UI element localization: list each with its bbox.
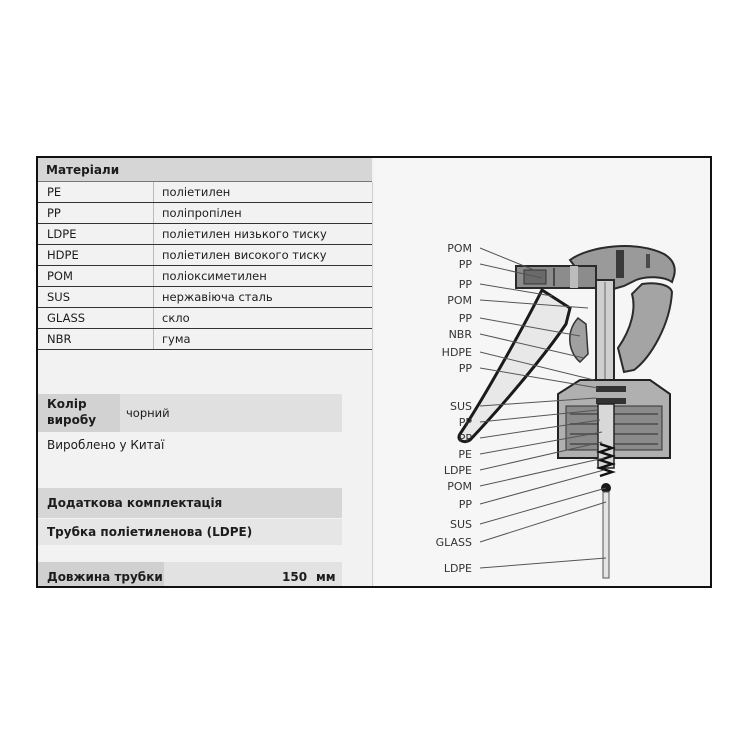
material-name: поліетилен високого тиску: [162, 248, 327, 262]
leader-line: [479, 397, 597, 407]
part-label: PE: [458, 448, 472, 461]
material-name: скло: [162, 311, 190, 325]
material-row: POM поліоксиметилен: [38, 266, 372, 287]
row-separator: [153, 245, 154, 265]
color-label-line1: Колір: [47, 397, 87, 411]
tube-length-unit: мм: [316, 570, 336, 584]
part-label: LDPE: [444, 464, 472, 477]
row-separator: [153, 224, 154, 244]
material-name: нержавіюча сталь: [162, 290, 273, 304]
part-label: PP: [459, 278, 473, 291]
material-code: GLASS: [47, 311, 86, 325]
tube-item: Трубка поліетиленова (LDPE): [38, 519, 342, 545]
material-row: PP поліпропілен: [38, 203, 372, 224]
leader-line: [479, 487, 607, 525]
leader-line: [479, 557, 607, 569]
row-separator: [153, 266, 154, 286]
leader-line: [479, 501, 607, 543]
leader-line: [479, 441, 603, 471]
specs-panel: Матеріали PE поліетилен PP поліпропілен …: [38, 158, 372, 586]
material-name: поліетилен: [162, 185, 231, 199]
part-label: PP: [459, 432, 473, 445]
part-label: NBR: [449, 328, 473, 341]
color-section: Колір виробу чорний: [38, 394, 342, 432]
leader-line: [479, 299, 589, 309]
row-separator: [153, 203, 154, 223]
leader-line: [479, 317, 581, 337]
made-in-text: Вироблено у Китаї: [47, 438, 165, 452]
materials-header: Матеріали: [38, 158, 372, 182]
material-code: POM: [47, 269, 73, 283]
leader-line: [479, 283, 553, 297]
part-label: POM: [447, 294, 472, 307]
part-label: GLASS: [436, 536, 472, 549]
part-label: PP: [459, 416, 473, 429]
trigger-sprayer-diagram: POM PP PP POM PP NBR HDPE PP SUS PP PP P…: [436, 242, 676, 579]
tube-length-row: Довжина трубки 150 мм: [38, 562, 342, 586]
color-value: чорний: [120, 394, 342, 432]
material-code: NBR: [47, 332, 72, 346]
material-code: SUS: [47, 290, 71, 304]
material-name: поліетилен низького тиску: [162, 227, 327, 241]
diagram-panel: POM PP PP POM PP NBR HDPE PP SUS PP PP P…: [374, 158, 710, 586]
part-label: POM: [447, 242, 472, 255]
column-divider: [372, 182, 373, 586]
material-row: SUS нержавіюча сталь: [38, 287, 372, 308]
leader-line: [479, 469, 605, 505]
material-row: PE поліетилен: [38, 182, 372, 203]
material-code: HDPE: [47, 248, 79, 262]
row-separator: [153, 308, 154, 328]
leader-line: [479, 333, 585, 359]
leader-line: [479, 419, 601, 439]
leader-line: [479, 367, 599, 389]
part-label: HDPE: [442, 346, 472, 359]
part-label: PP: [459, 498, 473, 511]
leader-line: [479, 247, 535, 271]
material-row: HDPE поліетилен високого тиску: [38, 245, 372, 266]
leader-line: [479, 409, 599, 423]
tube-length-value: 150: [282, 570, 308, 584]
part-label: LDPE: [444, 562, 472, 575]
row-separator: [153, 329, 154, 349]
part-label: SUS: [450, 518, 472, 531]
part-label: SUS: [450, 400, 472, 413]
leader-line: [479, 431, 603, 455]
part-label: PP: [459, 312, 473, 325]
material-row: GLASS скло: [38, 308, 372, 329]
sprayer-illustration: [457, 245, 676, 579]
material-name: поліпропілен: [162, 206, 242, 220]
color-label: Колір виробу: [47, 396, 117, 428]
part-label: POM: [447, 480, 472, 493]
material-row: LDPE поліетилен низького тиску: [38, 224, 372, 245]
part-label: PP: [459, 258, 473, 271]
leader-line: [479, 457, 605, 487]
leader-line: [479, 351, 595, 381]
leader-line: [479, 263, 543, 279]
color-label-line2: виробу: [47, 413, 97, 427]
material-row: NBR гума: [38, 329, 372, 350]
row-separator: [153, 182, 154, 202]
extra-equipment-header: Додаткова комплектація: [38, 488, 342, 518]
part-label: PP: [459, 362, 473, 375]
material-code: PE: [47, 185, 62, 199]
row-separator: [153, 287, 154, 307]
leader-lines: [479, 247, 607, 569]
material-code: PP: [47, 206, 61, 220]
material-code: LDPE: [47, 227, 77, 241]
material-name: поліоксиметилен: [162, 269, 267, 283]
tube-length-label: Довжина трубки: [38, 562, 164, 586]
material-name: гума: [162, 332, 191, 346]
spec-sheet: Матеріали PE поліетилен PP поліпропілен …: [36, 156, 712, 588]
